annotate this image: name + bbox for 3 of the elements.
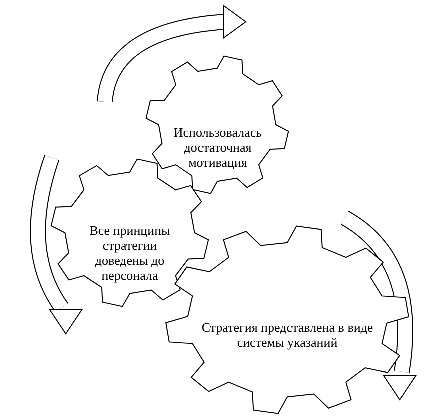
gear-label: Все принципы стратегии доведены до персонала xyxy=(88,223,172,283)
gear-label: Использовалась достаточная мотивация xyxy=(173,125,263,170)
gear-label: Стратегия представлена в виде системы указаний xyxy=(200,320,374,350)
